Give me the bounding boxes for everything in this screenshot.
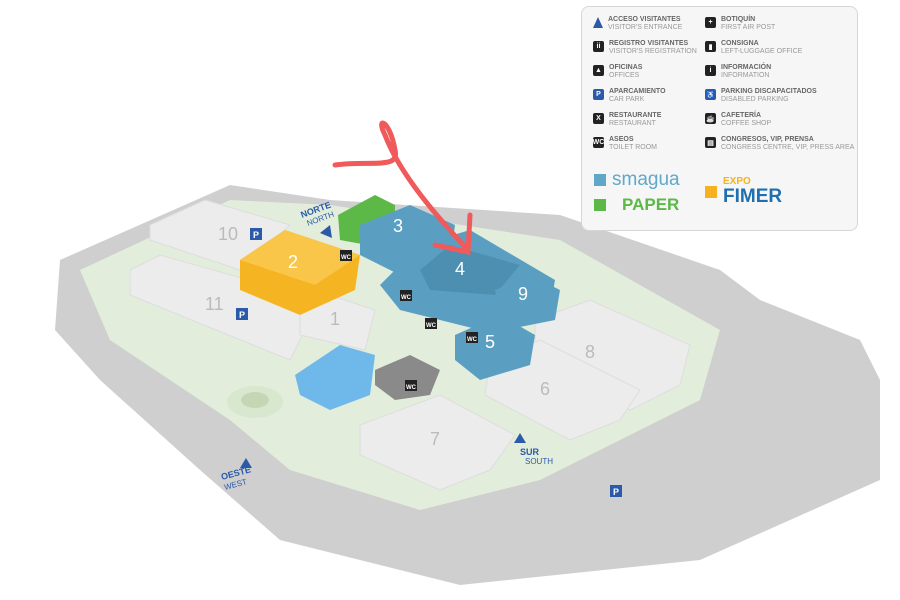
brand-smagua: smagua (594, 169, 680, 191)
legend-label-es: CAFETERÍA (721, 112, 762, 119)
hall-label: 8 (585, 342, 595, 362)
hall-label: 1 (330, 309, 340, 329)
wc-icon (466, 332, 478, 343)
brand-name: PAPER (622, 195, 680, 214)
info-icon: i (705, 65, 716, 76)
hall-label: 2 (288, 252, 298, 272)
office-icon: ▲ (593, 65, 604, 76)
legend-label-es: REGISTRO VISITANTES (609, 40, 689, 47)
wc-icon (340, 250, 352, 261)
entrance-north-icon (320, 225, 332, 238)
hall-label: 4 (455, 259, 465, 279)
legend-label-es: RESTAURANTE (609, 112, 662, 119)
legend-label-en: CONGRESS CENTRE, VIP, PRESS AREA (721, 144, 855, 151)
parking-label: P (239, 310, 245, 320)
entrance-south-label-en: SOUTH (525, 457, 553, 466)
hall-5 (455, 315, 535, 380)
legend-label-en: TOILET ROOM (609, 144, 657, 151)
restaurant-icon: X (593, 113, 604, 124)
legend-label-en: FIRST AIR POST (721, 24, 776, 31)
brand-name: smagua (612, 169, 680, 190)
parking-icon (610, 485, 622, 497)
brand-paper: PAPER (594, 195, 679, 215)
legend-label-en: VISITOR'S REGISTRATION (609, 48, 697, 55)
entrance-south-icon (514, 433, 526, 443)
parking-icon (236, 308, 248, 320)
services-building (375, 355, 440, 400)
legend-label-es: CONSIGNA (721, 40, 759, 47)
legend-label-es: ACCESO VISITANTES (608, 16, 681, 23)
hall-label: 10 (218, 224, 238, 244)
first-aid-icon: + (705, 17, 716, 28)
roundabout-center (241, 392, 269, 408)
legend-label-en: OFFICES (609, 72, 640, 79)
legend-label-es: APARCAMIENTO (609, 88, 666, 95)
legend-label-en: COFFEE SHOP (721, 120, 772, 127)
legend-label-en: LEFT-LUGGAGE OFFICE (721, 48, 803, 55)
legend-label-en: DISABLED PARKING (721, 96, 789, 103)
hall-9 (495, 275, 560, 330)
entrance-south-label: SUR (520, 447, 540, 457)
legend-label-es: OFICINAS (609, 64, 643, 71)
brand-name: FIMER (723, 186, 783, 207)
coffee-icon: ☕ (705, 113, 716, 124)
wc-label: WC (341, 255, 352, 261)
legend-label-es: BOTIQUÍN (721, 16, 756, 23)
registration-icon: ii (593, 41, 604, 52)
hall-label: 6 (540, 379, 550, 399)
parking-icon: P (593, 89, 604, 100)
legend-label-es: CONGRESOS, VIP, PRENSA (721, 136, 814, 143)
legend-label-en: INFORMATION (721, 72, 770, 79)
triangle-icon (593, 17, 603, 28)
entrance-west-icon (240, 458, 252, 468)
legend-label-es: PARKING DISCAPACITADOS (721, 88, 817, 95)
wc-label: WC (406, 385, 417, 391)
parking-label: P (253, 230, 259, 240)
hall-label: 11 (205, 294, 224, 314)
wc-icon (425, 318, 437, 329)
hall-2-roof (240, 230, 360, 285)
legend-label-es: INFORMACIÓN (721, 64, 772, 71)
wc-label: WC (467, 337, 478, 343)
hand-drawn-arrow (332, 120, 471, 253)
legend-label-en: CAR PARK (609, 96, 645, 103)
parking-icon (250, 228, 262, 240)
arrow-head (432, 212, 473, 256)
parking-label: P (613, 487, 619, 497)
wc-icon: WC (592, 137, 605, 148)
luggage-icon: ▮ (705, 41, 716, 52)
wc-icon (400, 290, 412, 301)
disabled-parking-icon: ♿ (705, 89, 716, 100)
wc-icon (405, 380, 417, 391)
hall-label: 3 (393, 216, 403, 236)
legend-label-en: VISITOR'S ENTRANCE (608, 24, 683, 31)
hall-label: 9 (518, 284, 528, 304)
wc-label: WC (401, 295, 412, 301)
hall-4-roof (420, 245, 520, 295)
congress-icon: ▤ (705, 137, 716, 148)
lake (295, 345, 375, 410)
wc-label: WC (426, 323, 437, 329)
legend-label-es: ASEOS (609, 136, 634, 143)
hall-label: 7 (430, 429, 440, 449)
legend-label-en: RESTAURANT (609, 120, 656, 127)
hall-7 (359, 394, 516, 491)
brand-name-top: EXPO (723, 176, 751, 187)
hall-label: 5 (485, 332, 495, 352)
